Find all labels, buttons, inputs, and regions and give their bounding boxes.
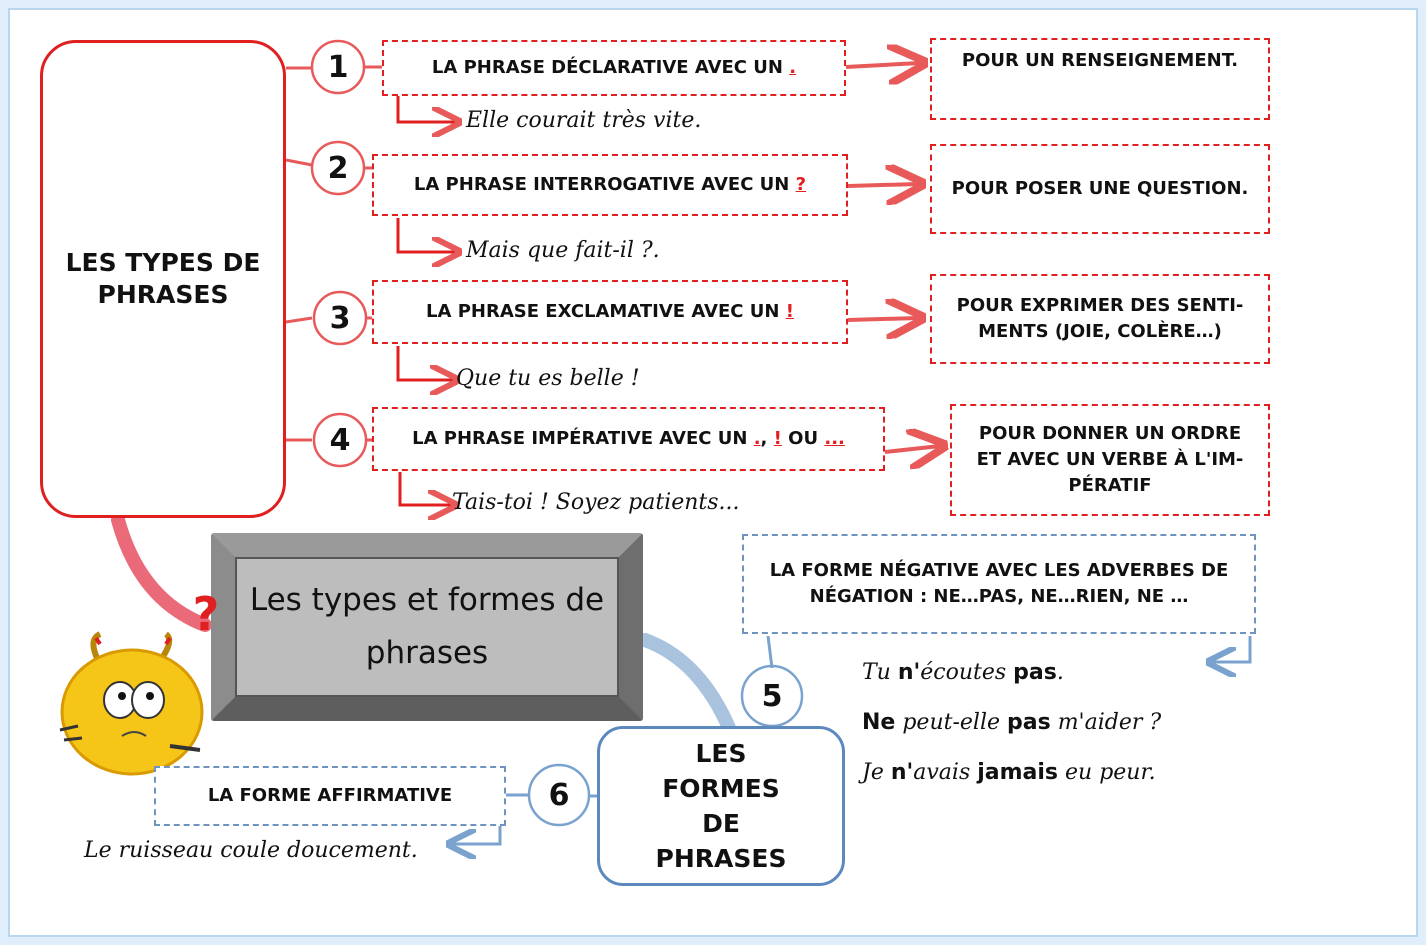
types-node: LES TYPES DE PHRASES: [40, 40, 286, 518]
rule-imperative: LA PHRASE IMPÉRATIVE AVEC UN ., ! OU ...: [372, 407, 885, 471]
purpose-text: POUR DONNER UN ORDRE ET AVEC UN VERBE À …: [976, 422, 1244, 497]
example-exclamative: Que tu es belle !: [456, 366, 640, 391]
rule-declarative: LA PHRASE DÉCLARATIVE AVEC UN .: [382, 40, 846, 96]
example-negative-1: Tu n'écoutes pas.: [862, 660, 1064, 685]
forms-label: LES FORMES DE PHRASES: [655, 739, 787, 873]
question-mark-icon: ?: [192, 587, 220, 641]
example-imperative: Tais-toi ! Soyez patients...: [452, 490, 740, 515]
example-negative-3: Je n'avais jamais eu peur.: [862, 760, 1156, 785]
rule-interrogative: LA PHRASE INTERROGATIVE AVEC UN ?: [372, 154, 848, 216]
rule-exclamative: LA PHRASE EXCLAMATIVE AVEC UN !: [372, 280, 848, 344]
rule-text: LA FORME NÉGATIVE AVEC LES ADVERBES DE N…: [769, 559, 1229, 607]
rule-text: LA PHRASE INTERROGATIVE AVEC UN: [413, 173, 790, 195]
punct-mark: ?: [795, 173, 807, 195]
rule-text: LA PHRASE EXCLAMATIVE AVEC UN: [426, 300, 780, 322]
purpose-declarative: POUR UN RENSEIGNEMENT.: [930, 38, 1270, 120]
number-2: 2: [327, 150, 349, 186]
rule-negative: LA FORME NÉGATIVE AVEC LES ADVERBES DE N…: [742, 534, 1256, 634]
number-6: 6: [548, 777, 570, 813]
purpose-text: POUR UN RENSEIGNEMENT.: [961, 50, 1239, 71]
example-affirmative: Le ruisseau coule doucement.: [84, 838, 418, 863]
rule-text: LA PHRASE DÉCLARATIVE AVEC UN: [431, 56, 783, 78]
separator: OU: [788, 427, 819, 449]
purpose-text: POUR EXPRIMER DES SENTI- MENTS (JOIE, CO…: [956, 294, 1244, 342]
rule-affirmative: LA FORME AFFIRMATIVE: [154, 766, 506, 826]
example-negative-2: Ne peut-elle pas m'aider ?: [862, 710, 1162, 735]
purpose-interrogative: POUR POSER UNE QUESTION.: [930, 144, 1270, 234]
example-interrogative: Mais que fait-il ?.: [466, 238, 660, 263]
purpose-text: POUR POSER UNE QUESTION.: [951, 177, 1249, 199]
central-title: Les types et formes de phrases: [235, 557, 619, 697]
purpose-imperative: POUR DONNER UN ORDRE ET AVEC UN VERBE À …: [950, 404, 1270, 516]
yellow-monster-icon: [59, 631, 204, 776]
punct-mark: !: [785, 300, 794, 322]
punct-mark: ...: [824, 427, 845, 449]
forms-node: LES FORMES DE PHRASES: [597, 726, 845, 886]
number-4: 4: [329, 422, 351, 458]
number-5: 5: [761, 678, 783, 714]
central-title-node: Les types et formes de phrases: [211, 533, 643, 721]
rule-text: LA FORME AFFIRMATIVE: [207, 784, 453, 806]
punct-mark: .: [789, 56, 797, 78]
punct-mark: .: [753, 427, 761, 449]
number-3: 3: [329, 300, 351, 336]
separator: ,: [760, 427, 768, 449]
number-1: 1: [327, 49, 349, 85]
example-declarative: Elle courait très vite.: [466, 108, 702, 133]
types-label: LES TYPES DE PHRASES: [65, 247, 261, 310]
rule-text: LA PHRASE IMPÉRATIVE AVEC UN: [412, 427, 748, 449]
punct-mark: !: [773, 427, 782, 449]
purpose-exclamative: POUR EXPRIMER DES SENTI- MENTS (JOIE, CO…: [930, 274, 1270, 364]
